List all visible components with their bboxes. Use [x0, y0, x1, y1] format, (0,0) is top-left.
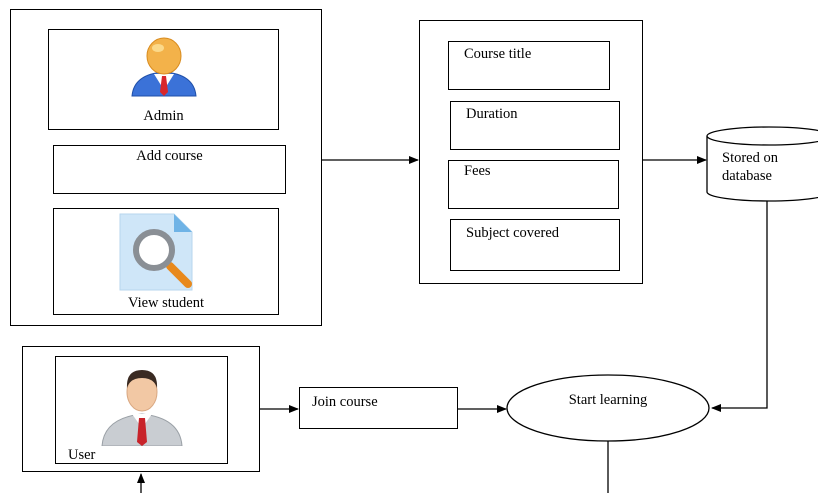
user-card[interactable]: User: [55, 356, 228, 464]
view-student-card[interactable]: View student: [53, 208, 279, 315]
fees-label: Fees: [464, 163, 491, 179]
fees-field[interactable]: Fees: [448, 160, 619, 209]
join-course-label: Join course: [312, 394, 378, 410]
admin-panel: Admin Add course View student: [10, 9, 322, 326]
start-learning-label: Start learning: [568, 392, 648, 408]
subject-covered-field[interactable]: Subject covered: [450, 219, 620, 271]
document-search-icon: [119, 213, 193, 291]
database-label-line1: Stored on: [722, 150, 778, 166]
course-title-label: Course title: [464, 46, 532, 62]
user-label: User: [68, 447, 96, 463]
arrow-database-to-start-learning: [711, 200, 768, 412]
database-label-line2: database: [722, 168, 772, 184]
user-avatar-icon: [101, 370, 183, 446]
add-course-button[interactable]: Add course: [53, 145, 286, 194]
add-course-label: Add course: [136, 148, 203, 164]
subject-covered-label: Subject covered: [466, 225, 560, 241]
database-cylinder: [706, 126, 818, 202]
duration-field[interactable]: Duration: [450, 101, 620, 150]
admin-card[interactable]: Admin: [48, 29, 279, 130]
start-learning-ellipse: [506, 374, 710, 442]
duration-label: Duration: [466, 106, 518, 122]
user-panel: User: [22, 346, 260, 472]
course-title-field[interactable]: Course title: [448, 41, 610, 90]
join-course-button[interactable]: Join course: [299, 387, 458, 429]
course-form-panel: Course title Duration Fees Subject cover…: [419, 20, 643, 284]
admin-avatar-icon: [131, 37, 197, 97]
admin-label: Admin: [143, 108, 184, 124]
view-student-label: View student: [127, 295, 205, 311]
